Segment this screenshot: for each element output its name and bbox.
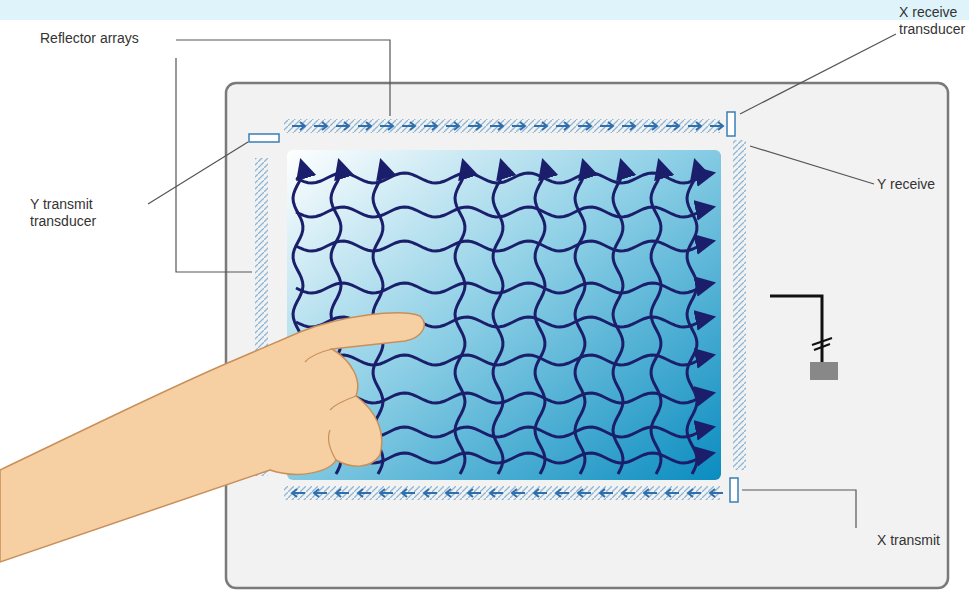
reflector-array (733, 140, 746, 470)
array-chevron (512, 122, 525, 130)
wave-x (296, 207, 712, 217)
array-chevron (424, 122, 437, 130)
array-chevron (666, 122, 679, 130)
reflector-array (284, 486, 720, 500)
array-chevron (336, 489, 349, 497)
array-chevron (292, 489, 305, 497)
array-chevron (534, 489, 547, 497)
part-label: Reflector arrays (40, 30, 172, 47)
banner (0, 0, 969, 20)
array-chevron (600, 122, 613, 130)
array-chevron (358, 489, 371, 497)
array-chevron (358, 122, 371, 130)
wave-y (613, 162, 623, 474)
array-chevron (490, 122, 503, 130)
array-chevron (512, 489, 525, 497)
wave-y (575, 162, 585, 474)
part-label: X receive transducer (899, 4, 965, 38)
array-chevron (468, 489, 481, 497)
array-chevron (578, 122, 591, 130)
array-chevron (314, 489, 327, 497)
array-chevron (402, 122, 415, 130)
array-chevron (446, 122, 459, 130)
x-receive-transducer (727, 112, 735, 136)
array-chevron (534, 122, 547, 130)
array-chevron (380, 122, 393, 130)
array-chevron (292, 122, 305, 130)
array-chevron (710, 489, 723, 497)
part-label: X transmit (877, 532, 965, 549)
part-label: Y transmit transducer (30, 196, 144, 230)
array-chevron (644, 122, 657, 130)
array-chevron (446, 489, 459, 497)
x-transmit-transducer (730, 478, 738, 502)
wave-y (493, 162, 503, 474)
reflector-array (284, 119, 720, 133)
array-chevron (556, 122, 569, 130)
array-chevron (710, 122, 723, 130)
hand (0, 313, 424, 562)
array-chevron (468, 122, 481, 130)
array-chevron (622, 489, 635, 497)
wave-y (687, 162, 697, 474)
wave-y (651, 162, 661, 474)
wave-y (535, 162, 545, 474)
finger-creases (305, 349, 356, 460)
wave-y (455, 162, 465, 474)
array-chevron (556, 489, 569, 497)
array-chevron (380, 489, 393, 497)
array-chevron (666, 489, 679, 497)
array-chevron (688, 122, 701, 130)
y-transmit-transducer (249, 134, 279, 142)
array-chevron (314, 122, 327, 130)
wave-x (296, 241, 712, 251)
array-chevron (600, 489, 613, 497)
wave-x (296, 355, 712, 365)
array-chevron (402, 489, 415, 497)
leader-lines (148, 34, 896, 528)
cable (770, 296, 822, 362)
array-chevron (424, 489, 437, 497)
ground-block (810, 362, 838, 380)
array-chevron (644, 489, 657, 497)
array-chevron (688, 489, 701, 497)
array-chevron (578, 489, 591, 497)
cable-mark (812, 338, 832, 350)
array-chevron (622, 122, 635, 130)
part-label: Y receive (877, 176, 965, 193)
array-chevron (336, 122, 349, 130)
wave-x (296, 173, 712, 183)
array-chevron (490, 489, 503, 497)
